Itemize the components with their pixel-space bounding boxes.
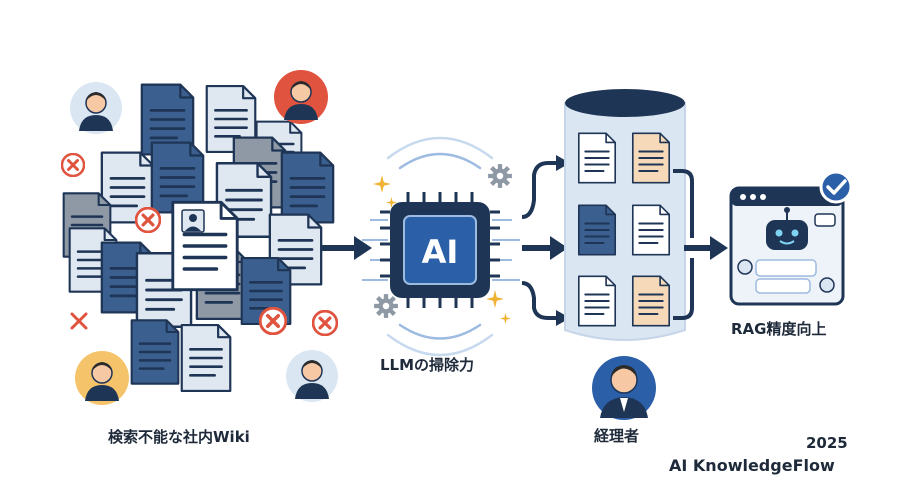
document-icon: [631, 275, 671, 327]
sparkle-icon: [500, 313, 511, 324]
avatar-man-bottom: [286, 350, 338, 402]
database-cylinder-icon: [564, 89, 686, 341]
fan-out-arrows: [521, 161, 558, 320]
user-icon: [737, 259, 753, 275]
checkmark-icon: [819, 170, 853, 204]
document-icon: [130, 319, 180, 385]
llm-label: LLMの掃除力: [380, 356, 475, 374]
sparkle-icon: [486, 290, 504, 308]
sparkle-icon: [373, 175, 391, 193]
chatbot-window: [729, 186, 845, 306]
merge-arrows: [673, 169, 712, 320]
error-x-icon: [70, 312, 88, 330]
error-x-icon: [135, 207, 161, 233]
document-icon: [631, 132, 671, 184]
document-icon: [280, 151, 335, 224]
chat-bubble-icon: [755, 259, 817, 277]
error-x-icon: [259, 307, 287, 335]
chip-pins: [380, 192, 500, 308]
document-icon: [631, 204, 671, 256]
brand-label: AI KnowledgeFlow: [669, 456, 835, 475]
signal-waves: [386, 136, 494, 357]
avatar-woman-bottom: [75, 351, 129, 405]
arrow-icon: [710, 236, 728, 260]
user-icon: [819, 277, 835, 293]
arrow-icon: [550, 236, 568, 260]
rag-label: RAG精度向上: [731, 320, 827, 338]
chat-bubble-icon: [814, 213, 836, 227]
avatar-woman-top: [70, 82, 122, 134]
document-pile: [62, 83, 335, 393]
document-icon: [577, 275, 617, 327]
year-label: 2025: [806, 434, 848, 452]
arrow-icon: [556, 155, 570, 171]
accounting-label: 経理者: [594, 427, 640, 445]
circuit-lines: [362, 219, 520, 281]
arrow-icon: [556, 310, 570, 326]
gear-icon: [488, 164, 512, 188]
gear-icon: [374, 294, 398, 318]
error-x-icon: [61, 153, 85, 177]
avatar-accountant: [592, 356, 656, 420]
chat-bubble-icon: [755, 278, 811, 294]
document-icon: [577, 132, 617, 184]
front-document-with-avatar: [171, 200, 239, 292]
document-icon: [180, 323, 232, 393]
ai-chip-label: AI: [422, 233, 459, 271]
avatar-man-top: [274, 70, 328, 124]
document-icon: [577, 204, 617, 256]
wiki-label: 検索不能な社内Wiki: [108, 428, 250, 446]
arrow-icon: [322, 236, 372, 260]
ai-chip-group: AI: [362, 136, 520, 357]
robot-icon: [766, 207, 808, 250]
error-x-icon: [312, 310, 338, 336]
